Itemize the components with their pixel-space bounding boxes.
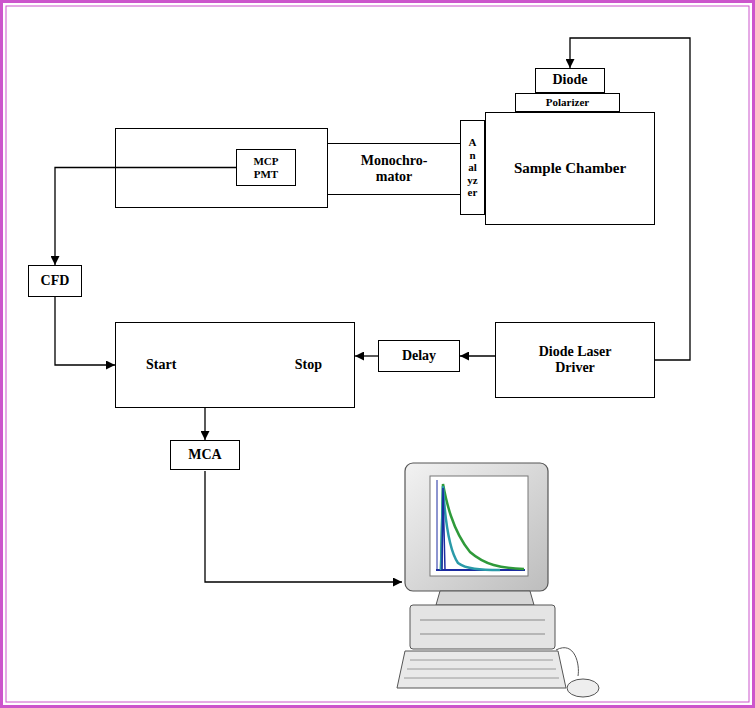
signal-connector bbox=[460, 355, 495, 356]
box-label: Sample Chamber bbox=[514, 160, 626, 177]
box-label: Monochro- mator bbox=[354, 153, 434, 185]
box-label: MCA bbox=[188, 447, 221, 463]
data-wire bbox=[205, 471, 402, 582]
decay-curve bbox=[441, 486, 500, 570]
analyzer-box: A n al yz er bbox=[460, 120, 485, 215]
mouse-cable bbox=[556, 648, 578, 676]
instrument-response bbox=[442, 488, 445, 570]
box-label: Diode Laser Driver bbox=[525, 344, 625, 376]
box-label: MCP PMT bbox=[246, 155, 286, 180]
cfd-box: CFD bbox=[28, 265, 82, 297]
mca-box: MCA bbox=[170, 440, 240, 470]
tac-box: Start Stop bbox=[115, 322, 355, 408]
mouse bbox=[567, 679, 599, 697]
decay-curve bbox=[441, 484, 524, 570]
detector-housing: MCP PMT bbox=[115, 128, 328, 208]
computer-illustration bbox=[397, 463, 599, 697]
mcp-pmt-box: MCP PMT bbox=[236, 149, 296, 186]
signal-connector bbox=[570, 38, 690, 360]
signal-connector bbox=[355, 355, 378, 356]
signal-connector bbox=[55, 168, 236, 266]
box-label: CFD bbox=[41, 273, 70, 289]
monitor-bezel bbox=[405, 463, 548, 591]
monochromator-band: Monochro- mator bbox=[328, 143, 460, 195]
signal-connector bbox=[204, 408, 205, 440]
box-label: Start bbox=[146, 357, 176, 373]
box-label: Delay bbox=[402, 348, 436, 364]
case-detail bbox=[420, 620, 545, 621]
keyboard-keys bbox=[404, 660, 559, 678]
monitor-stand bbox=[436, 591, 534, 605]
box-label: Polarizer bbox=[546, 96, 589, 109]
inner-frame bbox=[6, 6, 749, 702]
case-detail bbox=[420, 634, 545, 635]
computer-case bbox=[410, 605, 555, 649]
monitor-screen bbox=[430, 476, 528, 576]
box-label: Stop bbox=[295, 357, 322, 373]
delay-box: Delay bbox=[378, 340, 460, 372]
box-label: Diode bbox=[553, 72, 588, 88]
sample-chamber: Sample Chamber bbox=[485, 112, 655, 225]
keyboard bbox=[397, 651, 566, 688]
plot-axis bbox=[437, 480, 438, 571]
signal-connector bbox=[55, 297, 115, 365]
polarizer-box: Polarizer bbox=[515, 93, 620, 112]
diode-box: Diode bbox=[535, 68, 605, 93]
box-label: A n al yz er bbox=[466, 136, 480, 199]
laser-driver-box: Diode Laser Driver bbox=[495, 322, 655, 398]
